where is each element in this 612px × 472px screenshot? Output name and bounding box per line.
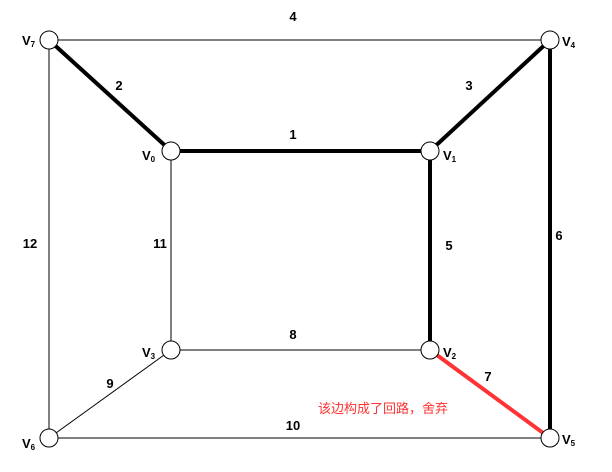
vertex-v0 — [161, 141, 181, 161]
edge-weight-label: 10 — [286, 418, 300, 433]
vertex-label-v5: V5 — [562, 432, 576, 448]
vertex-v5 — [540, 428, 560, 448]
vertex-v4 — [540, 30, 560, 50]
edge-weight-label: 1 — [289, 127, 296, 142]
edge-v2-v5 — [428, 348, 552, 440]
vertex-v3 — [161, 340, 181, 360]
vertex-label-v2: V2 — [443, 345, 457, 361]
vertex-label-v0: V0 — [142, 148, 156, 164]
edge-weight-label: 2 — [115, 78, 122, 93]
vertex-v7 — [39, 30, 59, 50]
edge-v3-v6 — [48, 349, 172, 439]
edges-layer — [47, 38, 552, 440]
vertex-label-v7: V7 — [22, 33, 36, 49]
edge-weight-label: 5 — [445, 238, 452, 253]
vertex-label-v1: V1 — [443, 148, 457, 164]
edge-weight-label: 4 — [289, 9, 297, 24]
edge-weight-label: 8 — [289, 327, 296, 342]
cycle-rejection-note: 该边构成了回路，舍弃 — [318, 401, 448, 417]
vertices-layer — [39, 30, 560, 448]
edge-v1-v4 — [428, 38, 552, 153]
edge-weight-label: 12 — [23, 236, 37, 251]
edge-weight-label: 7 — [484, 369, 491, 384]
vertex-label-v3: V3 — [142, 345, 156, 361]
edge-weight-label: 3 — [465, 78, 472, 93]
edge-weight-label: 6 — [555, 228, 562, 243]
vertex-v1 — [420, 141, 440, 161]
vertex-v6 — [39, 428, 59, 448]
edge-weight-label: 9 — [106, 376, 113, 391]
edge-weight-label: 11 — [153, 236, 167, 251]
edge-v0-v7 — [47, 38, 173, 153]
vertex-v2 — [420, 340, 440, 360]
vertex-label-v6: V6 — [22, 436, 36, 452]
vertex-label-v4: V4 — [562, 34, 576, 50]
